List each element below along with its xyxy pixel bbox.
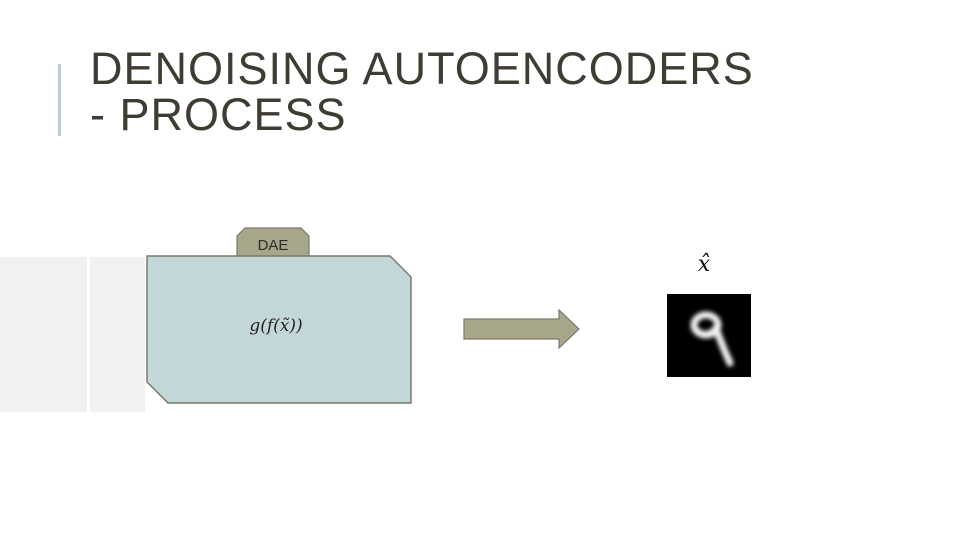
slide-title-line-1: DENOISING AUTOENCODERS [90, 43, 754, 94]
right-arrow-icon [463, 309, 580, 349]
title-accent-bar [58, 64, 61, 136]
dae-model-box [146, 255, 412, 404]
slide-title: DENOISING AUTOENCODERS - PROCESS [90, 46, 754, 138]
input-panel-divider [87, 257, 90, 412]
reconstructed-digit-image [667, 294, 751, 377]
dae-tab-label: DAE [257, 237, 289, 254]
output-label: x̂ [697, 252, 711, 277]
slide-title-line-2: - PROCESS [90, 89, 347, 140]
dae-formula: g(f(x̃)) [249, 316, 303, 336]
input-panel-placeholder [0, 257, 145, 412]
